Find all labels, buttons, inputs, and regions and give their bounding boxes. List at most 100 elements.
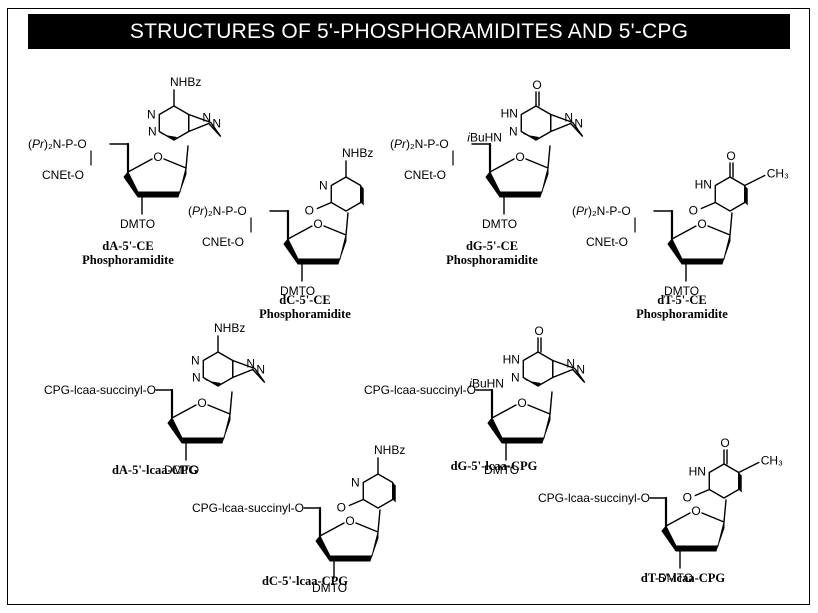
six-ring xyxy=(520,105,552,141)
c2-carbonyl-label: O xyxy=(305,204,314,218)
cpg-linker-label: CPG-lcaa-succinyl-O xyxy=(192,501,304,515)
bond xyxy=(489,158,515,173)
phosphoramidite-n-label: (Pr)₂N-P-O xyxy=(390,137,449,151)
adenine-n1-label: N xyxy=(147,108,156,122)
ring-oxygen-label: O xyxy=(345,514,354,528)
thymine-methyl-label: CH₃ xyxy=(767,167,789,181)
dmto-label: DMTO xyxy=(280,284,315,298)
bond xyxy=(665,512,691,527)
caption-dT-CE-line1: dT-5'-CE xyxy=(657,293,707,307)
bond xyxy=(527,404,551,415)
six-ring xyxy=(330,176,362,212)
bond xyxy=(127,158,153,173)
bold-edge xyxy=(360,185,364,206)
bold-edge xyxy=(203,377,221,386)
caption-dA-CE-line1: dA-5'-CE xyxy=(102,239,153,253)
dmto-label: DMTO xyxy=(120,217,155,231)
imidazole-n9-label: N xyxy=(212,117,221,131)
imidazole-n9-label: N xyxy=(256,363,265,377)
phosphoramidite-cnet-label: CNEt-O xyxy=(42,168,84,182)
adenine-n3-label: N xyxy=(192,371,201,385)
bold-edge xyxy=(744,185,748,206)
bond xyxy=(549,391,553,415)
bold-edge xyxy=(392,482,396,503)
bold-edge xyxy=(159,131,177,140)
bond xyxy=(171,404,197,419)
bold-edge xyxy=(738,472,742,493)
guanine-carbonyl-label: O xyxy=(534,324,543,338)
dmto-label: DMTO xyxy=(482,217,517,231)
caption-dC-CPG-line1: dC-5'-lcaa-CPG xyxy=(262,574,348,588)
c2-carbonyl-label: O xyxy=(683,491,692,505)
guanine-ibu-label: iBuHN xyxy=(469,377,504,391)
bond xyxy=(694,488,710,497)
caption-dC-CE-line1: dC-5'-CE xyxy=(279,293,330,307)
sugar-front-edge xyxy=(485,167,549,198)
six-ring xyxy=(158,105,190,141)
guanine-n3-label: N xyxy=(509,125,518,139)
caption-dG-CPG-line1: dG-5'-lcaa-CPG xyxy=(451,459,538,473)
imidazole-n9-label: N xyxy=(574,117,583,131)
sugar-front-edge xyxy=(123,167,187,198)
bond xyxy=(525,158,549,169)
ring-oxygen-label: O xyxy=(517,396,526,410)
bond xyxy=(316,201,332,210)
sugar-front-edge xyxy=(283,234,347,265)
phosphoramidite-cnet-label: CNEt-O xyxy=(404,168,446,182)
figure-frame xyxy=(7,8,810,605)
phosphoramidite-cnet-label: CNEt-O xyxy=(586,235,628,249)
dmto-label: DMTO xyxy=(164,463,199,477)
figure-title: STRUCTURES OF 5'-PHOSPHORAMIDITES AND 5'… xyxy=(28,14,790,49)
thymine-c4-carbonyl-label: O xyxy=(720,436,729,450)
bond xyxy=(323,225,347,236)
bond xyxy=(744,174,766,187)
imidazole-n7-label: N xyxy=(566,357,575,371)
caption-dG-CE-line1: dG-5'-CE xyxy=(466,239,518,253)
phosphoramidite-n-label: (Pr)₂N-P-O xyxy=(28,137,87,151)
bold-edge xyxy=(523,377,541,386)
cytosine-n3-label: N xyxy=(319,179,328,193)
ring-oxygen-label: O xyxy=(697,217,706,231)
bond xyxy=(491,404,517,419)
thymine-n3-label: HN xyxy=(695,178,712,192)
bond xyxy=(319,522,345,537)
six-ring xyxy=(708,463,740,499)
sugar-front-edge xyxy=(167,413,231,444)
five-ring xyxy=(550,113,584,137)
cpg-linker-label: CPG-lcaa-succinyl-O xyxy=(538,491,650,505)
bond xyxy=(547,145,551,169)
caption-dT-CPG-line1: dT-5'-lcaa-CPG xyxy=(641,571,726,585)
c2-carbonyl-label: O xyxy=(337,501,346,515)
bond xyxy=(723,499,727,523)
dmto-label: DMTO xyxy=(312,581,347,595)
caption-dT-CE-line2: Phosphoramidite xyxy=(636,307,728,321)
ring-oxygen-label: O xyxy=(153,150,162,164)
six-ring xyxy=(362,473,394,509)
adenine-n1-label: N xyxy=(191,354,200,368)
bond xyxy=(700,201,716,210)
guanine-n3-label: N xyxy=(511,371,520,385)
cpg-linker-label: CPG-lcaa-succinyl-O xyxy=(364,383,476,397)
dmto-label: DMTO xyxy=(484,463,519,477)
caption-dC-CE-line2: Phosphoramidite xyxy=(259,307,351,321)
bond xyxy=(355,522,379,533)
thymine-c4-carbonyl-label: O xyxy=(726,149,735,163)
bond xyxy=(701,512,725,523)
six-ring xyxy=(202,351,234,387)
phosphoramidite-n-label: (Pr)₂N-P-O xyxy=(572,204,631,218)
bond xyxy=(377,509,381,533)
imidazole-n7-label: N xyxy=(564,111,573,125)
bond xyxy=(671,225,697,240)
dmto-label: DMTO xyxy=(664,284,699,298)
bond xyxy=(207,404,231,415)
caption-dG-CE-line2: Phosphoramidite xyxy=(446,253,538,267)
imidazole-n7-label: N xyxy=(246,357,255,371)
sugar-front-edge xyxy=(667,234,731,265)
bold-edge xyxy=(521,131,539,140)
bond xyxy=(287,225,313,240)
